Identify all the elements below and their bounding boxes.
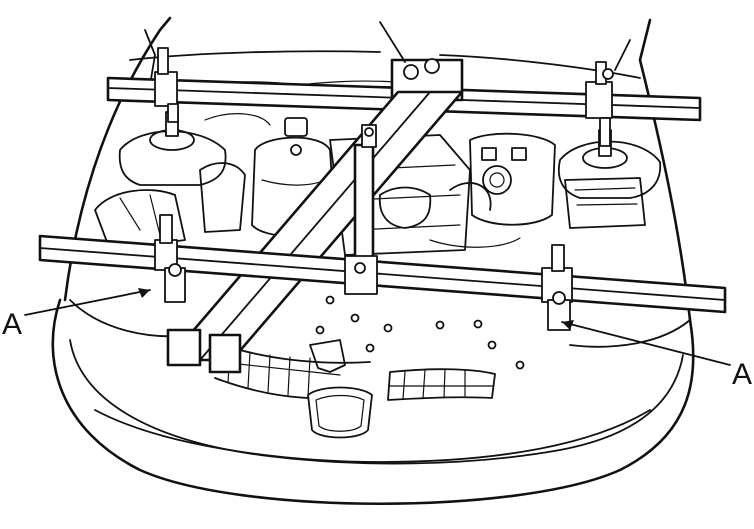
callout-right: A [561,320,752,391]
emblem [307,386,373,439]
callout-left: A [2,288,151,341]
alignment-jig [38,21,727,374]
bolt-row [315,295,525,370]
callout-label-left: A [2,308,22,341]
engine-bay-components [94,29,662,256]
grille-right [389,368,494,400]
callout-label-right: A [732,358,752,391]
